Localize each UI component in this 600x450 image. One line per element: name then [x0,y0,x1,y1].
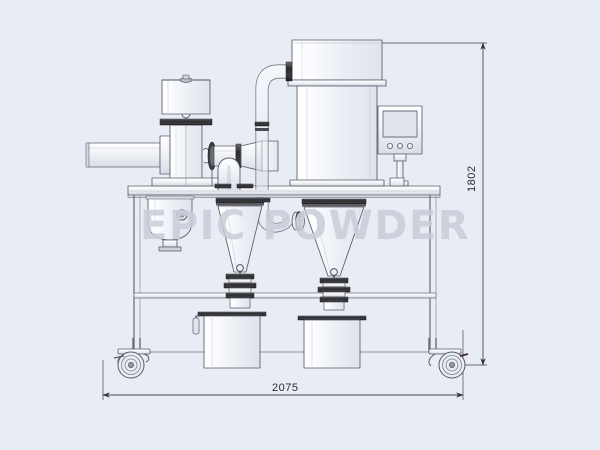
right-collection-bin [297,315,367,369]
left-cone-hopper [145,195,195,252]
left-collection-bin [192,311,267,369]
deck-junction-box [389,177,405,187]
left-main-cone [215,197,265,309]
u-bend-return-duct [214,157,254,190]
dimension-height-label: 1802 [466,165,478,192]
swivel-caster-wheels [113,338,469,379]
main-classifier-housing [287,39,387,187]
feed-inlet-duct [85,135,171,175]
machine-worktable-deck [127,185,441,353]
vertical-riser-duct [254,61,293,190]
dimension-width-label: 2075 [272,382,299,394]
right-cone-hopper [301,198,367,311]
